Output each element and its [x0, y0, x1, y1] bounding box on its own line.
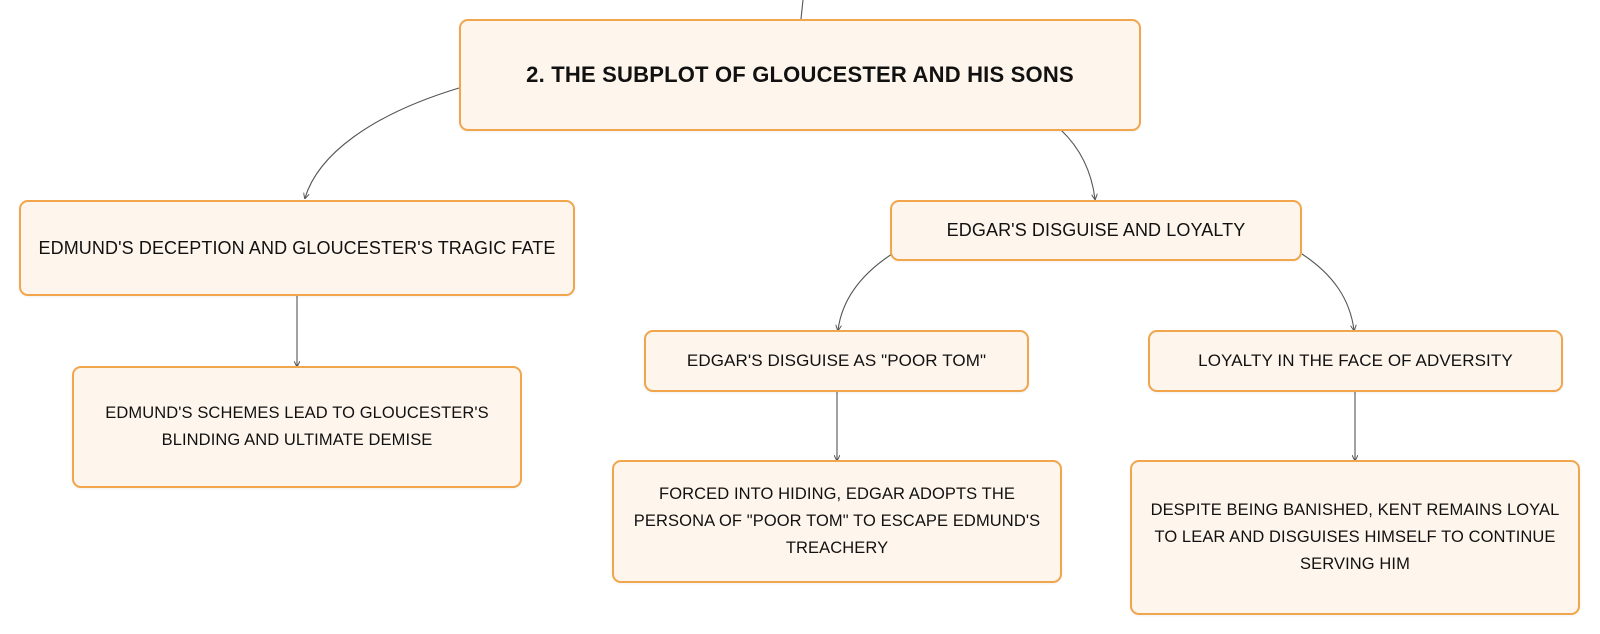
detail-node-poor-tom-text: FORCED INTO HIDING, EDGAR ADOPTS THE PER…: [633, 485, 1041, 557]
branch-node-edmund[interactable]: EDMUND'S DECEPTION AND GLOUCESTER'S TRAG…: [19, 200, 575, 296]
root-node[interactable]: 2. THE SUBPLOT OF GLOUCESTER AND HIS SON…: [459, 19, 1141, 131]
child-node-poor-tom[interactable]: EDGAR'S DISGUISE AS "POOR TOM": [644, 330, 1029, 392]
branch-node-edgar-label: EDGAR'S DISGUISE AND LOYALTY: [946, 220, 1246, 240]
detail-node-edmund-text: EDMUND'S SCHEMES LEAD TO GLOUCESTER'S BL…: [105, 404, 489, 449]
connector-edgar-to-loyalty: [1301, 253, 1354, 330]
child-node-poor-tom-label: EDGAR'S DISGUISE AS "POOR TOM": [686, 351, 987, 370]
branch-node-edgar[interactable]: EDGAR'S DISGUISE AND LOYALTY: [890, 200, 1302, 261]
detail-node-edmund[interactable]: EDMUND'S SCHEMES LEAD TO GLOUCESTER'S BL…: [72, 366, 522, 488]
detail-node-poor-tom[interactable]: FORCED INTO HIDING, EDGAR ADOPTS THE PER…: [612, 460, 1062, 583]
detail-node-loyalty-text: DESPITE BEING BANISHED, KENT REMAINS LOY…: [1150, 501, 1560, 573]
root-node-label: 2. THE SUBPLOT OF GLOUCESTER AND HIS SON…: [526, 62, 1074, 87]
child-node-loyalty-label: LOYALTY IN THE FACE OF ADVERSITY: [1198, 351, 1513, 370]
detail-node-loyalty[interactable]: DESPITE BEING BANISHED, KENT REMAINS LOY…: [1130, 460, 1580, 615]
connector-root-to-edgar: [1060, 129, 1095, 199]
branch-node-edmund-label: EDMUND'S DECEPTION AND GLOUCESTER'S TRAG…: [38, 237, 556, 258]
connector-edgar-to-poor-tom: [838, 253, 893, 330]
connector-root-to-edmund: [305, 87, 460, 198]
connector-incoming-root: [800, 0, 804, 20]
child-node-loyalty[interactable]: LOYALTY IN THE FACE OF ADVERSITY: [1148, 330, 1563, 392]
